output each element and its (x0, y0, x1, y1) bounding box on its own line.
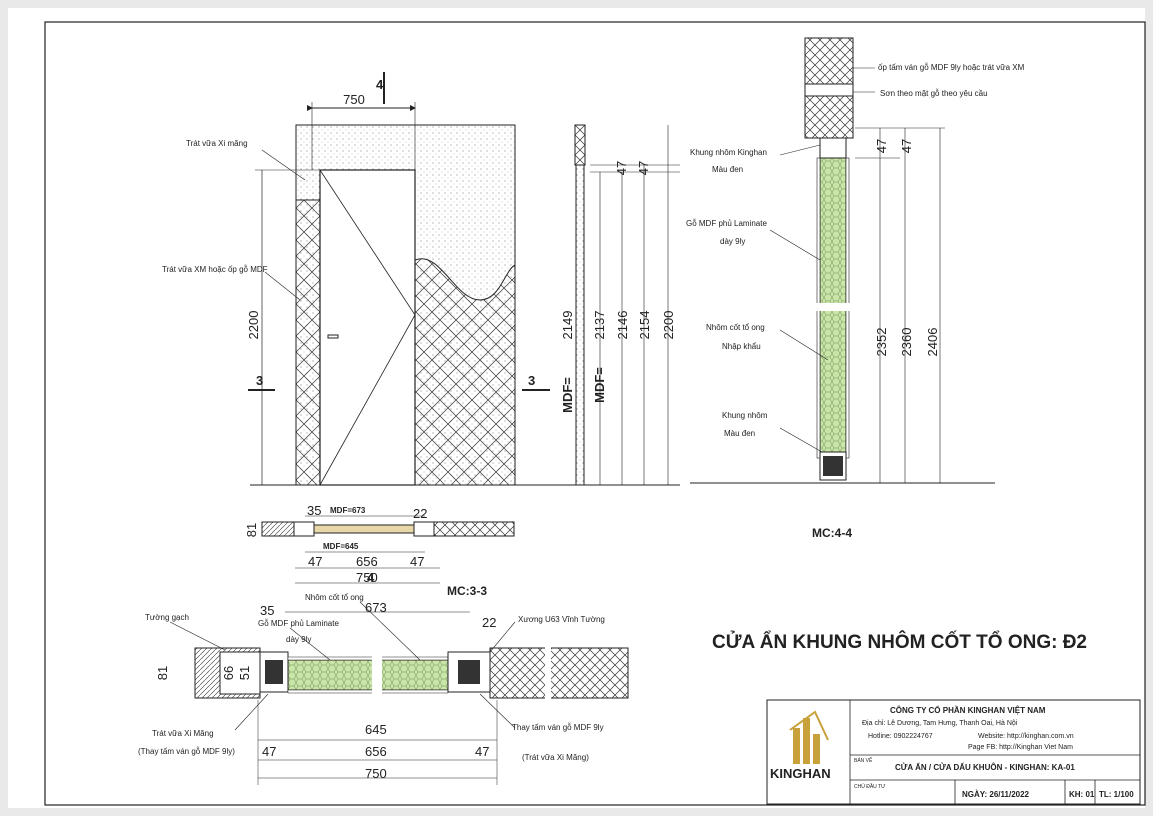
chu-dau-tu-label: CHỦ ĐẦU TƯ (854, 783, 886, 790)
section-mark-right: 3 (528, 373, 535, 388)
mc44-note-8: Nhập khẩu (722, 342, 761, 351)
drawing-name: CỬA ẨN / CỬA DẤU KHUÔN - KINGHAN: KA-01 (895, 762, 1075, 772)
mc33-label: MC:3-3 (447, 584, 487, 598)
mc33-dim-47-left: 47 (262, 744, 276, 759)
drawing-border (44, 21, 1146, 806)
mc44-note-3: Khung nhôm Kinghan (690, 148, 767, 157)
elevation-width-dim: 750 (343, 92, 365, 107)
mc44-dim-1: 2352 (874, 328, 889, 357)
company-name: CÔNG TY CỔ PHẦN KINGHAN VIỆT NAM (890, 705, 1046, 715)
side-dim-3: 2146 (615, 311, 630, 340)
side-mdf-prefix-2: MDF= (592, 367, 607, 403)
logo-text: KINGHAN (770, 766, 831, 781)
mc44-dim-2: 2360 (899, 328, 914, 357)
small-dim-35: 35 (307, 503, 321, 518)
drawing-scale: TL: 1/100 (1099, 790, 1134, 799)
mc33-dim-51: 51 (237, 666, 252, 680)
side-small-dim-1: 47 (614, 161, 629, 175)
small-dim-750: 750 (356, 570, 378, 585)
company-hotline: Hotline: 0902224767 (868, 733, 933, 740)
mc33-dim-66: 66 (221, 666, 236, 680)
small-dim-47-left: 47 (308, 554, 322, 569)
mc44-note-9: Khung nhôm (722, 411, 768, 420)
mc33-note-right-4: (Trát vữa Xi Măng) (522, 753, 589, 762)
mc44-note-1: ốp tấm ván gỗ MDF 9ly hoặc trát vữa XM (878, 63, 1025, 72)
elevation-view: 750 4 2200 3 3 Trát vữa Xi măng Trát vữa… (162, 72, 560, 486)
side-view: 2149 MDF= 2137 MDF= 2146 2154 2200 47 47 (560, 124, 680, 486)
side-dim-5: 2200 (661, 311, 676, 340)
mc44-note-4: Màu đen (712, 165, 743, 174)
mc33-dim-750: 750 (365, 766, 387, 781)
small-dim-81: 81 (244, 523, 259, 537)
mc33-note-right-1: Nhôm cốt tổ ong (305, 593, 364, 602)
section-3-3: 35 673 22 81 66 51 645 47 656 47 750 Tườ… (138, 584, 629, 785)
section-mark-top: 4 (376, 77, 384, 92)
side-mdf-prefix-1: MDF= (560, 377, 575, 413)
mc33-dim-47-right: 47 (475, 744, 489, 759)
mc44-note-6: dày 9ly (720, 237, 745, 246)
company-page-fb: Page FB: http://Kinghan Viet Nam (968, 744, 1073, 751)
small-dim-656: 656 (356, 554, 378, 569)
mc44-top-dim-2: 47 (899, 139, 914, 153)
note-top: Trát vữa Xi măng (186, 139, 248, 148)
small-dim-mdf645: MDF=645 (323, 542, 359, 551)
mc33-note-left-1: Tường gạch (145, 613, 189, 622)
mc44-note-5: Gỗ MDF phủ Laminate (686, 219, 767, 228)
elevation-height-dim: 2200 (246, 311, 261, 340)
mc33-dim-35: 35 (260, 603, 274, 618)
ban-ve-label: BẢN VẼ (854, 757, 873, 764)
mc33-dim-81: 81 (155, 666, 170, 680)
door-swing-line (319, 169, 416, 486)
drawing-kh: KH: 01 (1069, 790, 1095, 799)
section-4-4: 47 47 2352 2360 2406 ốp tấm ván gỗ MDF 9… (686, 37, 1025, 540)
small-dim-47-right: 47 (410, 554, 424, 569)
mc44-dim-3: 2406 (925, 328, 940, 357)
mc44-top-dim-1: 47 (874, 139, 889, 153)
mc33-dim-645: 645 (365, 722, 387, 737)
mc33-note-left-3: dày 9ly (286, 635, 311, 644)
mc33-dim-656: 656 (365, 744, 387, 759)
drawing-title: CỬA ẨN KHUNG NHÔM CỐT TỔ ONG: Đ2 (712, 631, 1087, 653)
side-dim-1: 2149 (560, 311, 575, 340)
title-block: KINGHAN CÔNG TY CỔ PHẦN KINGHAN VIỆT NAM… (766, 699, 1141, 805)
side-dim-2: 2137 (592, 311, 607, 340)
mc33-note-right-2: Xương U63 Vĩnh Tường (518, 615, 605, 624)
company-address: Địa chỉ: Lê Dương, Tam Hưng, Thanh Oai, … (862, 719, 1018, 727)
door-leaf (319, 169, 416, 486)
mc44-note-7: Nhôm cốt tổ ong (706, 323, 765, 332)
mc33-note-left-5: (Thay tấm ván gỗ MDF 9ly) (138, 747, 235, 756)
mc44-note-10: Màu đen (724, 429, 755, 438)
mc33-dim-673: 673 (365, 600, 387, 615)
section-3-3-small: 35 MDF=673 22 81 MDF=645 47 656 47 750 4 (244, 503, 515, 585)
small-dim-22: 22 (413, 506, 427, 521)
drawing-date: NGÀY: 26/11/2022 (962, 790, 1030, 799)
side-small-dim-2: 47 (636, 161, 651, 175)
mc44-note-2: Sơn theo mặt gỗ theo yêu cầu (880, 89, 988, 98)
mc44-label: MC:4-4 (812, 526, 852, 540)
mc33-dim-22: 22 (482, 615, 496, 630)
kinghan-logo: KINGHAN (770, 710, 831, 781)
note-left: Trát vữa XM hoặc ốp gỗ MDF (162, 265, 268, 274)
section-mark-left: 3 (256, 373, 263, 388)
mc33-note-left-4: Trát vữa Xi Măng (152, 729, 214, 738)
door-handle (327, 334, 339, 339)
mc33-note-right-3: Thay tấm ván gỗ MDF 9ly (512, 723, 604, 732)
side-dim-4: 2154 (637, 311, 652, 340)
small-dim-mdf673: MDF=673 (330, 506, 366, 515)
company-website: Website: http://kinghan.com.vn (978, 733, 1074, 740)
small-section-mark-4: 4 (367, 570, 375, 585)
mc33-note-left-2: Gỗ MDF phủ Laminate (258, 619, 339, 628)
